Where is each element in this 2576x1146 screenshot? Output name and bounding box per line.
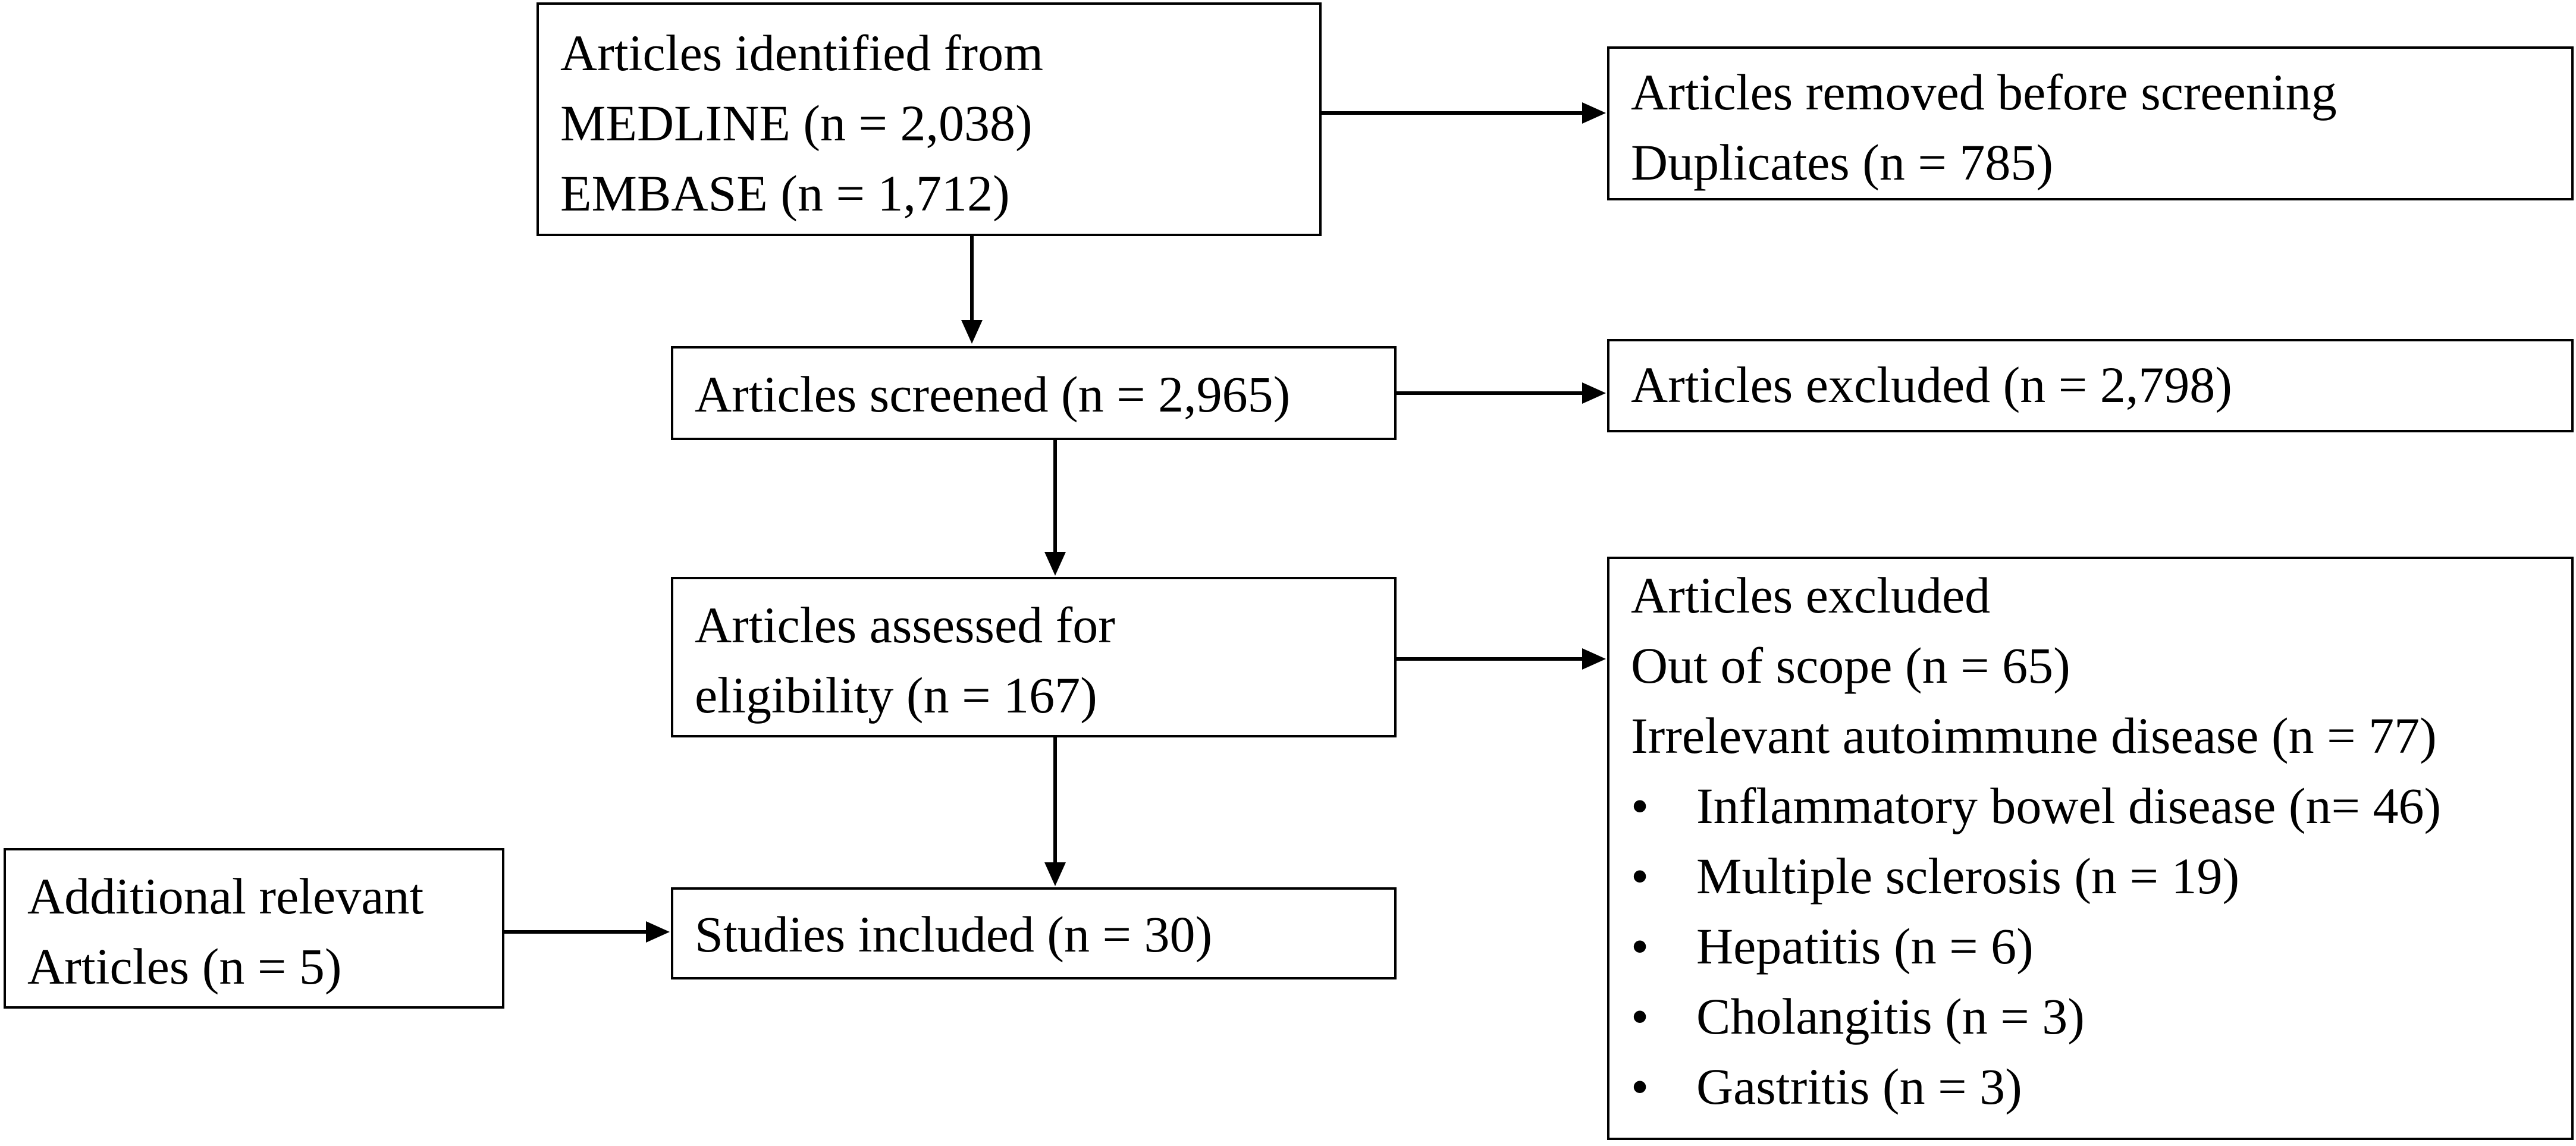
bullet-marker: • (1631, 1058, 1649, 1115)
exclusion-reason-label: Inflammatory bowel disease (n= 46) (1696, 777, 2442, 834)
arrowhead-screened-to-excluded (1582, 382, 1606, 404)
excluded-eligibility-line-3: Irrelevant autoimmune disease (n = 77) (1631, 707, 2437, 764)
identified-line-3: EMBASE (n = 1,712) (560, 165, 1010, 222)
included-box: Studies included (n = 30) (671, 887, 1397, 979)
assessed-line-2: eligibility (n = 167) (695, 667, 1097, 724)
exclusion-reason-item: • Inflammatory bowel disease (n= 46) (1631, 771, 2550, 841)
arrowhead-assessed-to-excluded (1582, 648, 1606, 670)
removed-line-2: Duplicates (n = 785) (1631, 134, 2054, 191)
excluded-eligibility-line-1: Articles excluded (1631, 567, 1991, 624)
arrowhead-identified-to-removed (1582, 102, 1606, 124)
bullet-marker: • (1631, 988, 1649, 1045)
exclusion-reason-item: • Cholangitis (n = 3) (1631, 981, 2550, 1051)
exclusion-reason-label: Multiple sclerosis (n = 19) (1696, 847, 2240, 905)
bullet-marker: • (1631, 847, 1649, 905)
removed-line-1: Articles removed before screening (1631, 64, 2337, 121)
excluded-eligibility-line-2: Out of scope (n = 65) (1631, 637, 2070, 694)
excluded-eligibility-box: Articles excluded Out of scope (n = 65) … (1607, 557, 2574, 1140)
exclusion-reason-item: • Hepatitis (n = 6) (1631, 911, 2550, 981)
exclusion-reason-label: Gastritis (n = 3) (1696, 1058, 2022, 1115)
assessed-line-1: Articles assessed for (695, 596, 1115, 654)
arrowhead-identified-to-screened (961, 320, 983, 344)
excluded-screening-box: Articles excluded (n = 2,798) (1607, 339, 2574, 432)
removed-box: Articles removed before screening Duplic… (1607, 46, 2574, 200)
additional-line-1: Additional relevant (27, 868, 424, 925)
exclusion-reason-list: • Inflammatory bowel disease (n= 46) • M… (1631, 771, 2550, 1122)
screened-line-1: Articles screened (n = 2,965) (695, 366, 1291, 423)
identified-line-2: MEDLINE (n = 2,038) (560, 95, 1033, 152)
included-line-1: Studies included (n = 30) (695, 906, 1213, 963)
additional-box: Additional relevant Articles (n = 5) (4, 848, 504, 1009)
bullet-marker: • (1631, 918, 1649, 975)
screened-box: Articles screened (n = 2,965) (671, 346, 1397, 440)
identified-line-1: Articles identified from (560, 24, 1043, 81)
assessed-box: Articles assessed for eligibility (n = 1… (671, 577, 1397, 737)
excluded-screening-line-1: Articles excluded (n = 2,798) (1631, 356, 2232, 413)
arrowhead-screened-to-assessed (1044, 552, 1066, 576)
bullet-marker: • (1631, 777, 1649, 834)
exclusion-reason-label: Hepatitis (n = 6) (1696, 918, 2034, 975)
exclusion-reason-label: Cholangitis (n = 3) (1696, 988, 2085, 1045)
exclusion-reason-item: • Gastritis (n = 3) (1631, 1051, 2550, 1122)
exclusion-reason-item: • Multiple sclerosis (n = 19) (1631, 841, 2550, 911)
identified-box: Articles identified from MEDLINE (n = 2,… (536, 2, 1322, 236)
additional-line-2: Articles (n = 5) (27, 938, 342, 995)
arrowhead-additional-to-included (646, 921, 670, 943)
arrowhead-assessed-to-included (1044, 862, 1066, 886)
